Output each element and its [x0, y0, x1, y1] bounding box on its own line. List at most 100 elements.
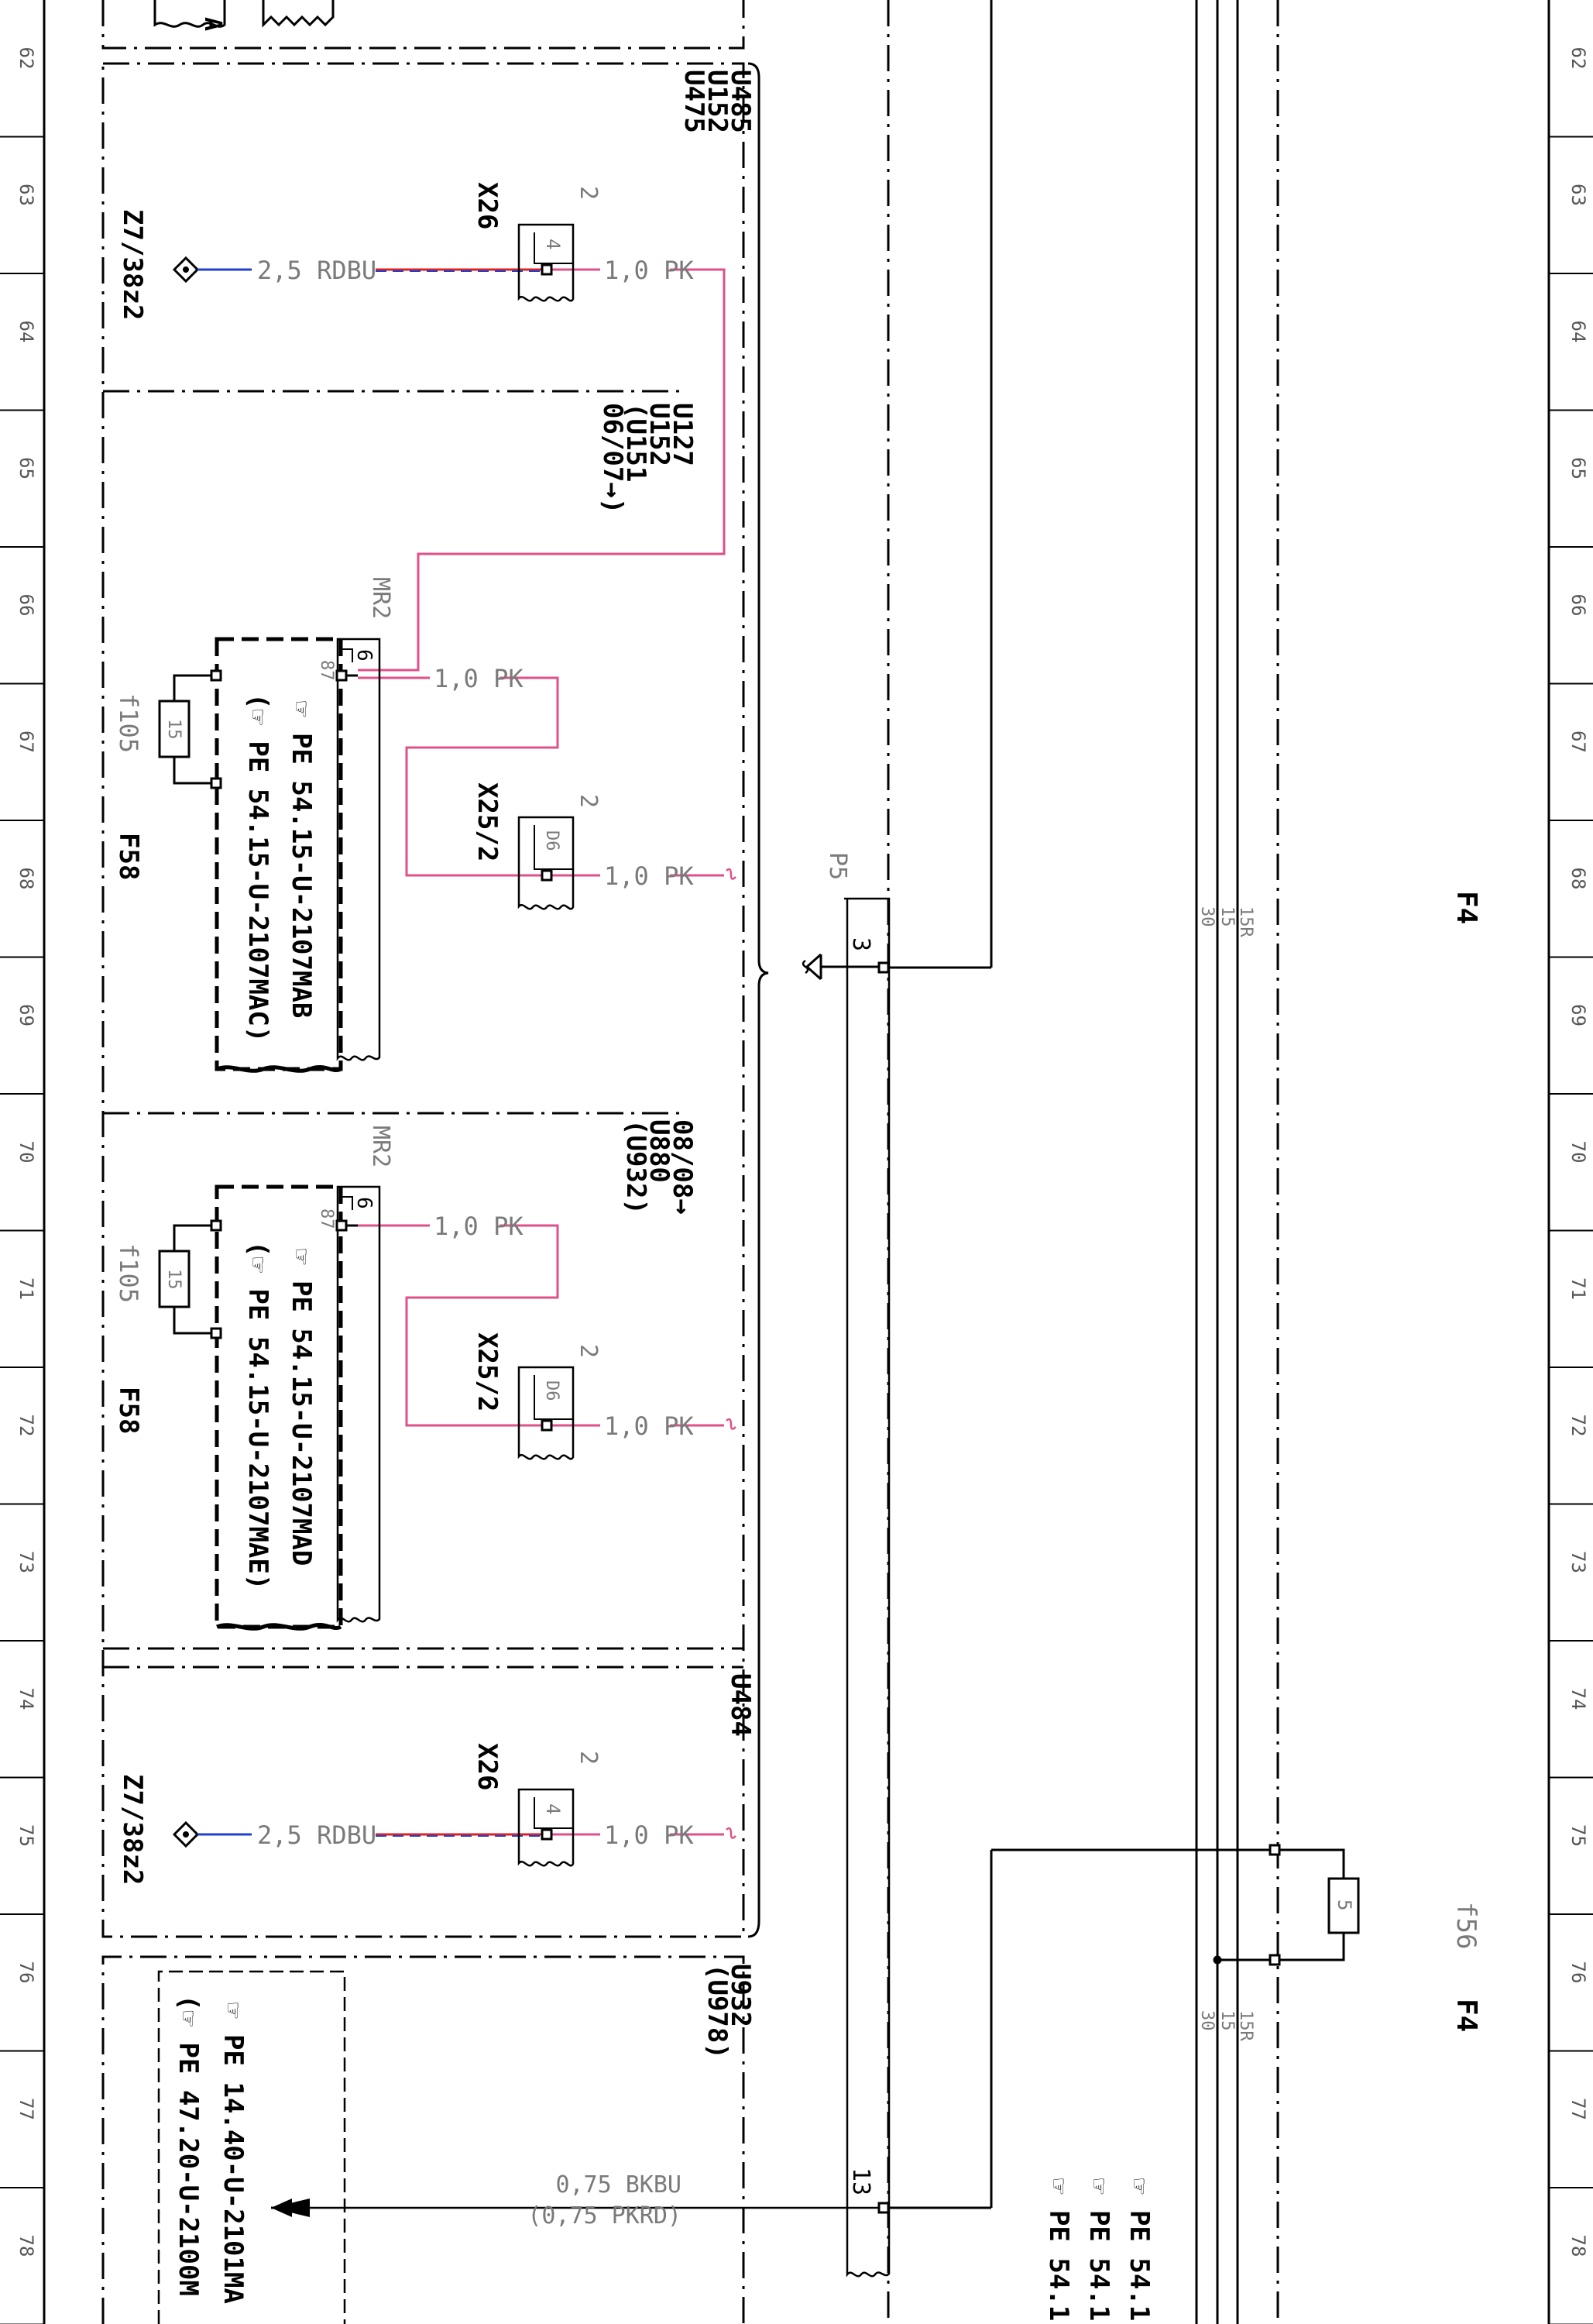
- ruler-number: 63: [1567, 184, 1589, 206]
- p5-labels: P5 3 13 0,75 BKBU (0,75 PKRD): [527, 852, 874, 2229]
- connector-name: P5: [824, 852, 851, 880]
- bus-labels: 15R 15 30 15R 15 30 F4: [1197, 891, 1482, 2041]
- relay-pin-a: 6: [352, 1197, 376, 1209]
- connector-pin: D6: [542, 1380, 561, 1401]
- svg-text:30: 30: [1197, 906, 1217, 927]
- relay-name: MR2: [367, 577, 394, 619]
- frame-block-5: [101, 1955, 745, 2324]
- wire-label: 1,0 PK: [604, 1411, 694, 1441]
- ruler-number: 71: [15, 1277, 37, 1300]
- fuse-f4: [991, 1844, 1360, 1966]
- svg-text:15R: 15R: [1236, 2010, 1255, 2041]
- connector-x25-bottom: D6 2 X25/2: [472, 1332, 602, 1460]
- ruler-number: 74: [1567, 1688, 1589, 1710]
- ruler-number: 76: [15, 1961, 37, 1984]
- ruler-number: 77: [1567, 2098, 1589, 2120]
- ref-line-a: ☞ PE 54.15-U-2107MAD: [286, 1249, 317, 1566]
- wire-label: 0,75 BKBU: [555, 2171, 681, 2199]
- ruler-number: 64: [1567, 321, 1589, 343]
- wire-rdbu-bottom: 2,5 RDBU: [197, 1820, 542, 1850]
- connector-name: X26: [472, 1743, 503, 1790]
- connector-name: X25/2: [472, 1332, 503, 1411]
- connector-count: 2: [575, 186, 602, 200]
- ruler-number: 78: [15, 2235, 37, 2257]
- fuse-f58-top: 15 f105 F58: [113, 674, 211, 880]
- ruler-number: 65: [15, 457, 37, 480]
- connector-name: X25/2: [472, 782, 503, 861]
- ruler-number: 71: [1567, 1277, 1589, 1300]
- connector-x26-bottom: 4 2 X26: [472, 1743, 602, 1867]
- svg-text:15R: 15R: [1236, 906, 1255, 937]
- ruler-number: 70: [1567, 1141, 1589, 1164]
- relay-mr2-bottom: MR2 6 87 ☞ PE 54.15-U-2107MAD (☞ PE 54.1…: [210, 1126, 394, 1631]
- ground-bottom: Z7/38z2: [117, 1774, 200, 1885]
- frame-top-stub: [101, 0, 745, 50]
- ruler-number: 72: [1567, 1415, 1589, 1437]
- wire-label: 2,5 RDBU: [257, 256, 376, 285]
- svg-text:15: 15: [1217, 2010, 1237, 2031]
- connector-name: X26: [472, 182, 503, 229]
- connector-pin: 4: [542, 1803, 564, 1814]
- continuation-marks: [726, 868, 736, 1839]
- block-code-line: U152: [702, 70, 733, 133]
- ruler-number: 69: [1567, 1004, 1589, 1026]
- connector-count: 2: [575, 794, 602, 808]
- wire-label: 1,0 PK: [604, 861, 694, 891]
- relay-name: MR2: [367, 1126, 394, 1167]
- ref-line-a: ☞ PE 54.15-U-2107MAB: [286, 701, 317, 1018]
- block-1-codes: U485U152U475: [678, 70, 756, 133]
- ruler-number: 69: [15, 1004, 37, 1026]
- pink-wires: [358, 268, 726, 1836]
- block-5-codes: U932(U978): [702, 1964, 756, 2059]
- relay-pin-b: 87: [317, 1208, 336, 1229]
- wire-label: 2,5 RDBU: [257, 1820, 376, 1850]
- ruler-number: 73: [15, 1551, 37, 1573]
- connector-pin: 4: [542, 239, 564, 249]
- wire-label: (0,75 PKRD): [527, 2202, 681, 2229]
- ref-line-b: (☞ PE 54.15-U-2107MAE): [242, 1241, 273, 1590]
- block-2-codes: U127U152(U15106/07→): [597, 403, 698, 514]
- connector-pin-a: 3: [847, 937, 874, 951]
- top-stub-label: A: [199, 17, 226, 31]
- fuse-name: F58: [113, 1387, 144, 1434]
- ruler-number: 74: [15, 1688, 37, 1710]
- braces: [747, 62, 769, 1938]
- ruler-number: 73: [1567, 1551, 1589, 1573]
- connector-count: 2: [575, 1751, 602, 1765]
- ground-top: Z7/38z2: [117, 209, 200, 320]
- fuse-name: F58: [113, 833, 144, 880]
- fuse-ref: f105: [114, 693, 143, 753]
- brace-main: [747, 62, 769, 1938]
- wire-label: 1,0 PK: [604, 1820, 694, 1850]
- ruler-number: 67: [1567, 731, 1589, 753]
- connector-x25-top: D6 2 X25/2: [472, 782, 602, 910]
- fuse-rating: 15: [164, 719, 184, 740]
- ruler-number: 78: [1567, 2235, 1589, 2257]
- wire-label: 1,0 PK: [434, 664, 524, 693]
- fuse-f4-labels: 5 f56 F4: [1334, 1899, 1482, 2032]
- wire-rdbu-top: 2,5 RDBU: [197, 256, 542, 285]
- connector-pin: D6: [542, 830, 561, 851]
- block-code-line: (U978): [702, 1964, 733, 2059]
- block-code-line: U484: [725, 1673, 756, 1737]
- ruler-number: 68: [15, 868, 37, 890]
- ruler-number: 64: [15, 321, 37, 343]
- block-code-line: U932: [725, 1964, 756, 2027]
- block-3-codes: 08/08→U880(U932): [620, 1119, 698, 1215]
- bus-bars: [1195, 0, 1239, 2324]
- ruler-number: 67: [15, 731, 37, 753]
- ref-line-c: ☞ PE 54.1: [1043, 2178, 1074, 2321]
- wire-label: 1,0 PK: [434, 1212, 524, 1241]
- ref-line-b: ☞ PE 54.1: [1083, 2178, 1114, 2321]
- ruler-number: 76: [1567, 1961, 1589, 1984]
- connector-x26-top: 4 2 X26: [472, 182, 602, 302]
- bottom-right-refs: ☞ PE 54.1 ☞ PE 54.1 ☞ PE 54.1: [1043, 2178, 1155, 2321]
- block-codes: U485U152U475 U127U152(U15106/07→) 08/08→…: [597, 70, 756, 2059]
- connector-p5: [271, 0, 993, 2278]
- block-code-line: U485: [725, 70, 756, 133]
- block-4-codes: U484: [725, 1673, 756, 1737]
- block-code-line: U127: [667, 403, 698, 466]
- ruler-number: 66: [1567, 594, 1589, 617]
